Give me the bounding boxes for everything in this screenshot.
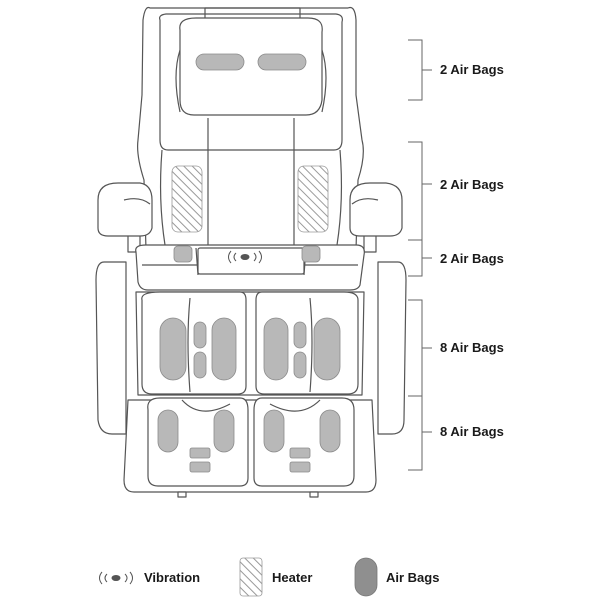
armrest-right	[349, 182, 403, 237]
airbag-lower-leg-2	[213, 409, 235, 453]
side-skirt-right	[377, 261, 407, 435]
headrest-side-left	[175, 49, 181, 113]
side-skirt-left	[95, 261, 127, 435]
airbag-upper-leg-6	[293, 321, 307, 349]
bracket-zone-5	[408, 396, 432, 471]
legrest-upper-divider-right	[309, 297, 313, 393]
legend-airbags-label: Air Bags	[386, 570, 439, 585]
airbag-upper-leg-2	[193, 321, 207, 349]
zone-label-back: 2 Air Bags	[440, 177, 504, 192]
zone-label-calf: 8 Air Bags	[440, 424, 504, 439]
headrest-top-flap	[204, 7, 301, 18]
airbag-lower-leg-8	[289, 461, 311, 473]
legend-vibration-label: Vibration	[144, 570, 200, 585]
chair-outline	[95, 6, 407, 498]
back-cushion-left	[159, 149, 166, 246]
airbag-head-left	[195, 53, 245, 71]
heater-back-left	[171, 165, 203, 233]
heaters	[171, 165, 329, 233]
airbag-shoulder-right	[301, 245, 321, 263]
zone-label-thigh: 8 Air Bags	[440, 340, 504, 355]
airbag-shoulder-left	[173, 245, 193, 263]
airbag-legend-swatch	[354, 557, 378, 597]
armrest-left-front	[123, 198, 151, 253]
legend-heater-label: Heater	[272, 570, 312, 585]
airbag-lower-leg-3	[189, 447, 211, 459]
vibration-icon	[99, 571, 133, 585]
airbag-lower-leg-4	[189, 461, 211, 473]
headrest	[179, 17, 323, 116]
seat-control-panel	[197, 247, 305, 275]
airbag-upper-leg-8	[313, 317, 341, 381]
legend: Vibration Heater Air Bags	[99, 557, 439, 597]
airbag-lower-leg-7	[289, 447, 311, 459]
headrest-side-right	[321, 49, 327, 113]
vibration-icon-seat	[228, 250, 262, 264]
airbag-upper-leg-3	[193, 351, 207, 379]
airbag-lower-leg-1	[157, 409, 179, 453]
armrest-left	[97, 182, 153, 237]
chair-foot-left	[177, 491, 187, 498]
airbag-head-right	[257, 53, 307, 71]
heater-legend-swatch	[239, 557, 263, 597]
zone-brackets	[408, 39, 432, 471]
zone-label-head: 2 Air Bags	[440, 62, 504, 77]
bracket-zone-4	[408, 299, 432, 397]
back-cushion-right	[336, 149, 343, 246]
bracket-zone-3	[408, 240, 432, 277]
legrest-lower-curves	[181, 399, 321, 412]
airbag-lower-leg-6	[319, 409, 341, 453]
zone-label-seat: 2 Air Bags	[440, 251, 504, 266]
chair-foot-right	[309, 491, 319, 498]
bracket-zone-1	[408, 39, 432, 101]
legrest-upper-divider-left	[187, 297, 191, 393]
airbag-upper-leg-4	[211, 317, 237, 381]
bracket-zone-2	[408, 141, 432, 241]
heater-back-right	[297, 165, 329, 233]
airbags	[157, 53, 341, 473]
airbag-lower-leg-5	[263, 409, 285, 453]
airbag-upper-leg-5	[263, 317, 289, 381]
airbag-upper-leg-7	[293, 351, 307, 379]
spine-channel	[207, 118, 295, 245]
airbag-upper-leg-1	[159, 317, 187, 381]
armrest-right-front	[351, 198, 379, 253]
